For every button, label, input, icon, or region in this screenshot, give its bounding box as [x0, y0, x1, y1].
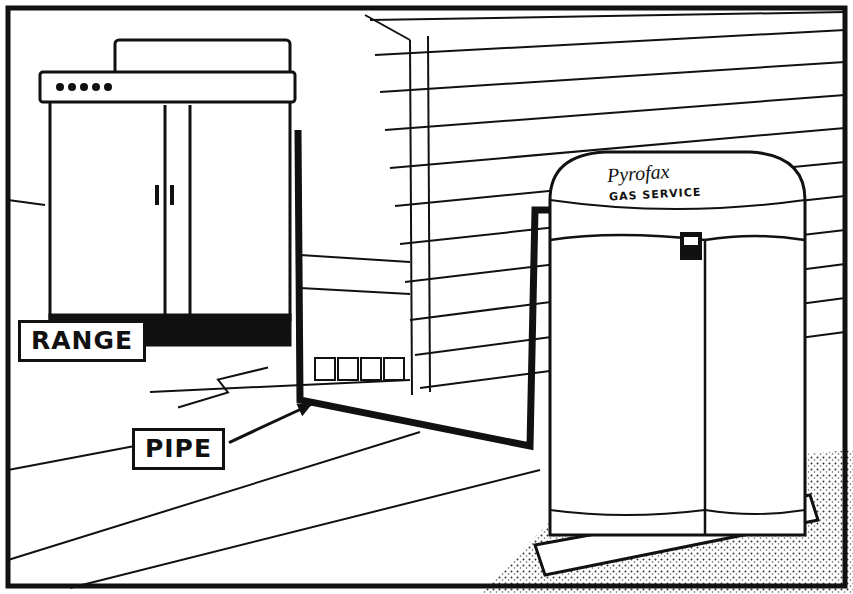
label-box: RANGE: [18, 320, 146, 362]
gas-tank: PyrofaxGAS SERVICE: [545, 140, 810, 550]
label-box: PIPE: [132, 428, 225, 470]
label-text: PIPE: [145, 435, 212, 463]
brand-name: Pyrofax: [606, 160, 670, 187]
shadow-line: [178, 368, 268, 408]
tank-outline: [545, 140, 810, 550]
arrowhead: [296, 404, 312, 417]
label-text: RANGE: [31, 327, 133, 355]
leader-line: [229, 404, 312, 443]
